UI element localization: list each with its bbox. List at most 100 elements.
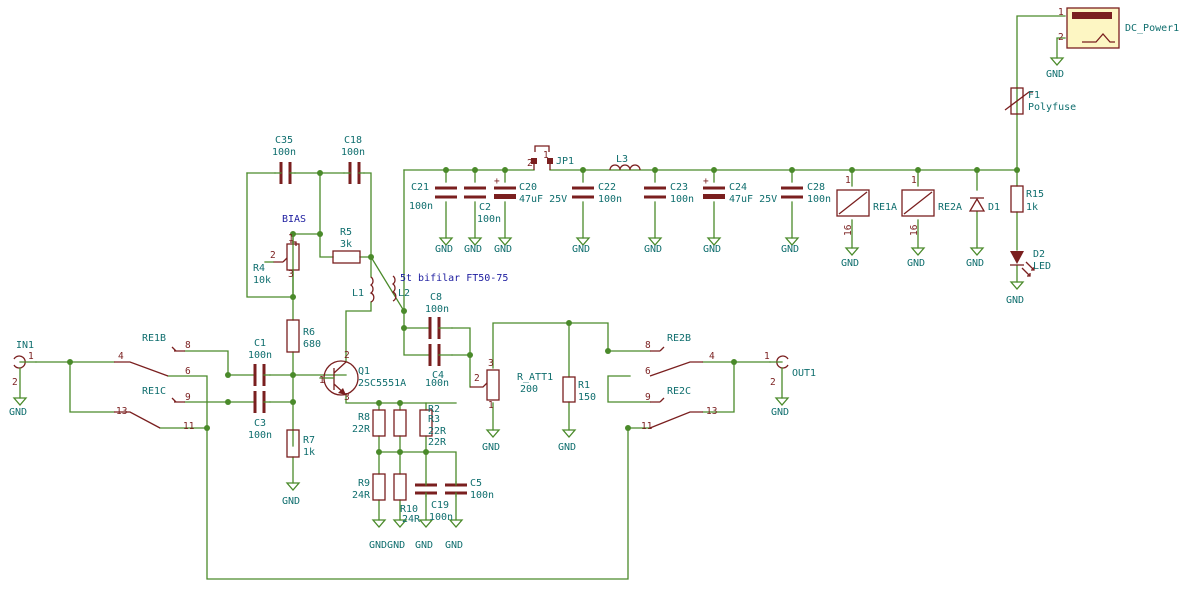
label-c28: C28 (807, 182, 825, 193)
cap-c8 (428, 317, 441, 339)
relay-coil-re1a (836, 189, 870, 217)
resistor-r6 (286, 319, 300, 353)
svg-text:+: + (703, 176, 709, 187)
label-q1: Q1 (358, 366, 370, 377)
resistor-r2 (419, 409, 433, 437)
r15-symbol (1010, 185, 1024, 213)
inductor-l1 (369, 276, 375, 303)
label-c5: C5 (470, 478, 482, 489)
svg-text:13: 13 (116, 406, 127, 417)
label-c18: C18 (344, 135, 362, 146)
resistor-r8 (372, 409, 386, 437)
svg-text:1: 1 (1058, 7, 1064, 18)
relay-contact-re1b (114, 361, 169, 377)
labels: DC_Power1 1 2 GND F1 Polyfuse R15 1k D2 … (9, 7, 1179, 551)
cap-c22 (572, 186, 594, 199)
svg-text:1k: 1k (303, 447, 315, 458)
label-c19: C19 (431, 500, 449, 511)
ground-symbols (12, 57, 1065, 528)
svg-text:1: 1 (28, 351, 34, 362)
svg-text:47uF 25V: 47uF 25V (519, 194, 567, 205)
cap-c28 (781, 186, 803, 199)
label-l3: L3 (616, 154, 628, 165)
svg-text:6: 6 (645, 366, 651, 377)
label-r15: R15 (1026, 189, 1044, 200)
diode-d1-symbol (968, 197, 986, 212)
label-r5: R5 (340, 227, 352, 238)
svg-text:100n: 100n (409, 201, 433, 212)
svg-text:GND: GND (445, 540, 463, 551)
cap-c4 (428, 344, 441, 366)
svg-text:GND: GND (282, 496, 300, 507)
label-r8: R8 (358, 412, 370, 423)
label-dc-power: DC_Power1 (1125, 23, 1179, 34)
label-r2: R2 (428, 404, 440, 415)
svg-text:2: 2 (344, 350, 350, 361)
resistor-r10 (393, 473, 407, 501)
svg-text:100n: 100n (807, 194, 831, 205)
svg-text:2: 2 (270, 250, 276, 261)
cap-c23 (644, 186, 666, 199)
label-d2: D2 (1033, 249, 1045, 260)
svg-text:9: 9 (645, 392, 651, 403)
svg-text:11: 11 (183, 421, 195, 432)
svg-text:100n: 100n (248, 350, 272, 361)
label-r-att1: R_ATT1 (517, 372, 553, 383)
cap-c35 (279, 162, 292, 184)
svg-text:22R: 22R (428, 426, 447, 437)
svg-text:LED: LED (1033, 261, 1051, 272)
label-c2: C2 (479, 202, 491, 213)
label-f1: F1 (1028, 90, 1040, 101)
label-polyfuse: Polyfuse (1028, 102, 1076, 113)
svg-text:22R: 22R (352, 424, 371, 435)
svg-text:24R: 24R (402, 514, 421, 525)
cap-c3 (253, 391, 266, 413)
svg-text:GND: GND (771, 407, 789, 418)
svg-text:GND: GND (1046, 69, 1064, 80)
label-c21: C21 (411, 182, 429, 193)
polyfuse-symbol (1010, 87, 1024, 115)
label-r9: R9 (358, 478, 370, 489)
svg-text:100n: 100n (429, 512, 453, 523)
label-l1: L1 (352, 288, 364, 299)
label-r4: R4 (253, 263, 265, 274)
junctions (67, 167, 1020, 455)
svg-text:16: 16 (909, 224, 920, 236)
svg-text:100n: 100n (341, 147, 365, 158)
svg-text:GND: GND (494, 244, 512, 255)
svg-text:3: 3 (488, 358, 494, 369)
svg-text:3k: 3k (340, 239, 352, 250)
svg-text:9: 9 (185, 392, 191, 403)
cap-c2 (464, 186, 486, 199)
svg-text:GND: GND (9, 407, 27, 418)
svg-text:2: 2 (770, 377, 776, 388)
inductor-l2 (391, 275, 397, 302)
cap-c21 (435, 186, 457, 199)
svg-text:100n: 100n (425, 304, 449, 315)
label-c22: C22 (598, 182, 616, 193)
svg-text:GND: GND (1006, 295, 1024, 306)
label-c4: C4 (432, 370, 444, 381)
inductor-l3 (609, 164, 641, 171)
svg-text:1: 1 (488, 400, 494, 411)
label-r7: R7 (303, 435, 315, 446)
relay-contact-re1c (114, 411, 161, 429)
svg-text:4: 4 (709, 351, 715, 362)
relay-coil-re2a (901, 189, 935, 217)
svg-text:GND: GND (781, 244, 799, 255)
svg-text:2: 2 (1058, 32, 1064, 43)
svg-text:1: 1 (911, 175, 917, 186)
svg-text:47uF 25V: 47uF 25V (729, 194, 777, 205)
svg-text:22R: 22R (428, 437, 447, 448)
svg-text:2: 2 (527, 158, 533, 169)
svg-text:150: 150 (578, 392, 596, 403)
component-symbols (13, 7, 1120, 501)
svg-text:100n: 100n (248, 430, 272, 441)
svg-text:GND: GND (572, 244, 590, 255)
label-winding: 5t bifilar FT50-75 (400, 273, 508, 284)
cap-c1 (253, 364, 266, 386)
label-c20: C20 (519, 182, 537, 193)
svg-text:100n: 100n (477, 214, 501, 225)
svg-text:100n: 100n (470, 490, 494, 501)
